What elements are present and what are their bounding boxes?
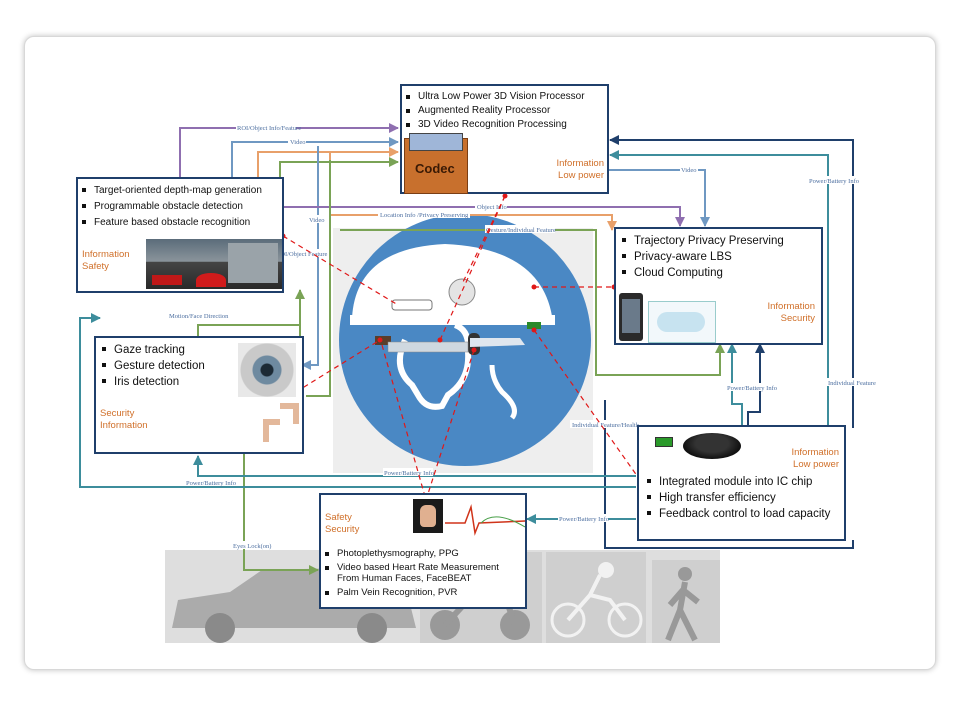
label-power-bio: Power/Battery Info bbox=[559, 516, 609, 523]
dashed-link-gaze bbox=[295, 339, 381, 393]
privacy-tag-1: Information bbox=[767, 301, 815, 312]
connector-eyes-lock bbox=[243, 452, 319, 575]
cloud-icon bbox=[648, 301, 716, 343]
privacy-tag-2: Security bbox=[780, 313, 815, 324]
privacy-item-3: Cloud Computing bbox=[620, 265, 821, 281]
label-roi: ROI/Object Info/Feature bbox=[237, 125, 301, 132]
wireless-charger-icon bbox=[683, 433, 741, 459]
vision-tag-1: Information bbox=[556, 158, 604, 169]
biometric-box: Safety Security Photoplethysmography, PP… bbox=[319, 493, 527, 609]
module-tag-2: Low power bbox=[793, 459, 839, 470]
gaze-box: Gaze tracking Gesture detection Iris det… bbox=[94, 336, 304, 454]
vision-item-1: Ultra Low Power 3D Vision Processor bbox=[404, 90, 607, 104]
module-tag-1: Information bbox=[791, 447, 839, 458]
depth-map-box: Target-oriented depth-map generation Pro… bbox=[76, 177, 284, 293]
bio-tag-2: Security bbox=[325, 524, 360, 535]
label-individual-feature: Individual Feature bbox=[828, 380, 876, 387]
privacy-item-1: Trajectory Privacy Preserving bbox=[620, 233, 821, 249]
connector-video-right bbox=[606, 169, 710, 227]
bio-item-2: Video based Heart Rate Measurement From … bbox=[323, 562, 523, 584]
hand-gesture-icon bbox=[262, 402, 300, 448]
connector-power-mid bbox=[727, 343, 743, 426]
connector-individual-health bbox=[604, 400, 854, 549]
module-item-2: High transfer efficiency bbox=[645, 490, 841, 506]
ppg-signal-icon bbox=[445, 499, 526, 539]
label-roi-feature: ROI/Object Feature bbox=[276, 251, 328, 258]
depth-tag-1: Information bbox=[82, 249, 130, 260]
module-box: Information Low power Integrated module … bbox=[637, 425, 846, 541]
label-object-info: Object Info bbox=[477, 204, 507, 211]
depth-item-1: Target-oriented depth-map generation bbox=[80, 183, 282, 199]
pedestrian-icon bbox=[652, 560, 720, 643]
codec-label: Codec bbox=[415, 161, 455, 176]
bicycle-icon bbox=[546, 552, 646, 643]
gaze-item-2: Gesture detection bbox=[100, 358, 302, 374]
gaze-tag-2: Information bbox=[100, 420, 148, 431]
dashed-link-depth bbox=[282, 235, 399, 306]
label-motion-face: Motion/Face Direction bbox=[169, 313, 229, 320]
connector-orange-up bbox=[257, 147, 399, 180]
label-video-right: Video bbox=[681, 167, 697, 174]
label-power-mid: Power/Battery Info bbox=[727, 385, 777, 392]
connector-video-top bbox=[231, 137, 399, 178]
gaze-item-3: Iris detection bbox=[100, 374, 302, 390]
smartphone-icon bbox=[619, 293, 643, 341]
connector-green-up bbox=[197, 324, 300, 338]
bio-item-3: Palm Vein Recognition, PVR bbox=[323, 587, 523, 598]
dashed-link-module bbox=[533, 329, 641, 481]
vision-processor-box: Ultra Low Power 3D Vision Processor Augm… bbox=[400, 84, 609, 194]
label-video-top: Video bbox=[290, 139, 306, 146]
label-eyes-lock: Eyes Lock(on) bbox=[233, 543, 271, 550]
gaze-tag-1: Security bbox=[100, 408, 135, 419]
privacy-item-2: Privacy-aware LBS bbox=[620, 249, 821, 265]
gaze-item-1: Gaze tracking bbox=[100, 342, 302, 358]
depth-item-3: Feature based obstacle recognition bbox=[80, 215, 282, 231]
palm-icon bbox=[413, 499, 443, 533]
helmet-icon bbox=[333, 214, 593, 473]
battery-icon bbox=[655, 437, 673, 447]
connector-navy-short bbox=[747, 343, 765, 426]
label-power-gaze: Power/Battery Info bbox=[384, 470, 434, 477]
vision-item-2: Augmented Reality Processor bbox=[404, 104, 607, 118]
label-video-left: Video bbox=[309, 217, 325, 224]
connector-individual-feature bbox=[609, 135, 854, 428]
connector-power-right bbox=[609, 150, 829, 426]
connector-power-long bbox=[79, 313, 636, 488]
depth-item-2: Programmable obstacle detection bbox=[80, 199, 282, 215]
bio-tag-1: Safety bbox=[325, 512, 352, 523]
eye-icon bbox=[238, 343, 296, 397]
privacy-box: Trajectory Privacy Preserving Privacy-aw… bbox=[614, 227, 823, 345]
vision-item-3: 3D Video Recognition Processing bbox=[404, 118, 607, 132]
module-item-1: Integrated module into IC chip bbox=[645, 474, 841, 490]
label-power-long: Power/Battery Info bbox=[186, 480, 236, 487]
depth-tag-2: Safety bbox=[82, 261, 109, 272]
label-location-info: Location Info /Privacy Preserving bbox=[380, 212, 469, 219]
connector-roi bbox=[179, 123, 399, 178]
label-power-right: Power/Battery Info bbox=[809, 178, 859, 185]
connector-object-info bbox=[284, 206, 685, 227]
label-gesture-feature: Gesture/Individual Feature bbox=[486, 227, 556, 234]
codec-box-icon: Codec bbox=[404, 133, 468, 194]
connector-green-gaze bbox=[306, 160, 331, 397]
road-scene-icon bbox=[146, 239, 282, 289]
dashed-link-vision bbox=[462, 195, 506, 283]
connector-power-gaze bbox=[193, 455, 636, 477]
connector-green-top bbox=[279, 157, 399, 180]
label-individual-health: Individual Feature/Health bbox=[572, 422, 640, 429]
vision-tag-2: Low power bbox=[558, 170, 604, 181]
module-item-3: Feedback control to load capacity bbox=[645, 506, 841, 522]
bio-item-1: Photoplethysmography, PPG bbox=[323, 548, 523, 559]
